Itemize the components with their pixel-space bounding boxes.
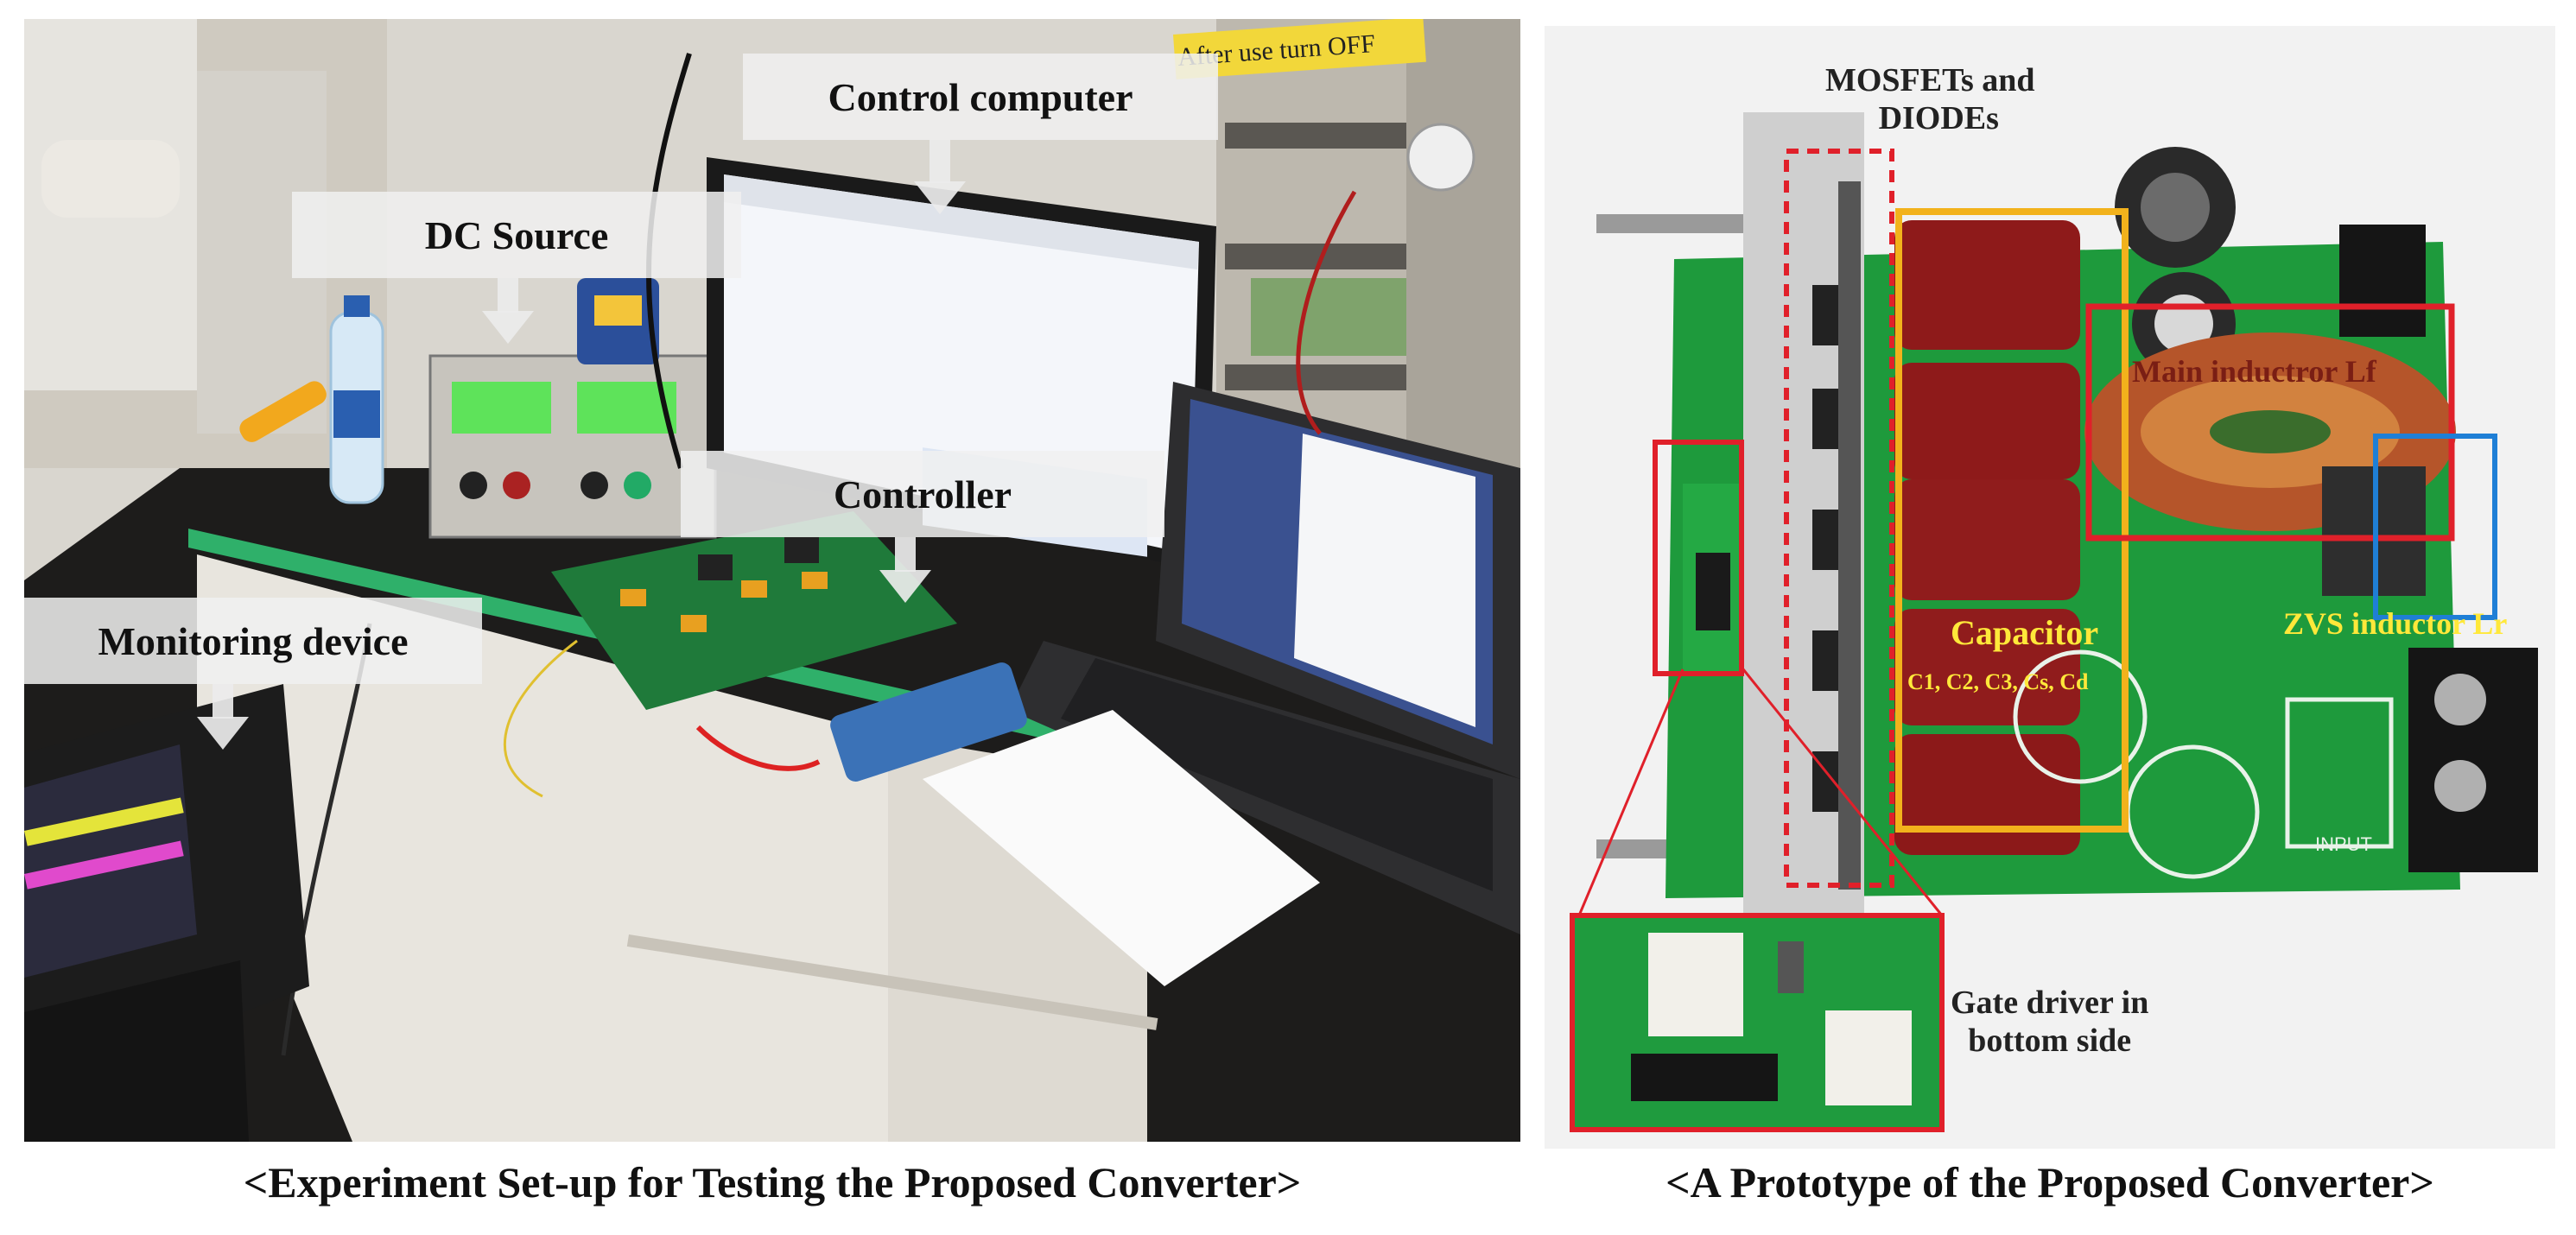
capacitor-parts-label: C1, C2, C3, Cs, Cd	[1907, 669, 2089, 694]
controller-callout: Controller	[681, 451, 1164, 537]
dc-source-display-1	[452, 382, 551, 434]
lab-scene	[24, 19, 1520, 1142]
gate-driver-label: Gate driver in bottom side	[1951, 985, 2149, 1059]
control-computer-callout: Control computer	[743, 54, 1218, 140]
main-inductor-highlight-box	[2085, 303, 2455, 542]
capacitor-4	[1894, 609, 2080, 725]
prototype-photo: MOSFETs and DIODEs Capacitor C1, C2, C3,…	[1545, 26, 2555, 1149]
mosfet-highlight-box	[1784, 149, 1894, 888]
monitoring-device-callout: Monitoring device	[24, 598, 482, 684]
capacitor-label: Capacitor	[1951, 613, 2099, 652]
monitoring-device-arrow	[213, 684, 233, 719]
capacitor-2	[1894, 363, 2080, 479]
capacitor-highlight-box	[1895, 208, 2129, 833]
pcb-scene	[1545, 26, 2555, 1149]
controller-board	[551, 511, 957, 710]
capacitor-3	[1894, 479, 2080, 600]
gate-inset-border	[1570, 913, 1945, 1132]
main-inductor-label: Main inductror Lf	[2132, 354, 2376, 389]
current-probe	[830, 662, 1027, 782]
zvs-inductor-label: ZVS inductor Lr	[2283, 606, 2508, 641]
experiment-setup-photo: After use turn OFF Control computer DC S…	[24, 19, 1520, 1142]
gate-header-highlight-box	[1653, 440, 1744, 676]
dc-source-callout: DC Source	[292, 192, 741, 278]
dc-source-arrow	[498, 278, 518, 313]
controller-arrow	[895, 537, 916, 572]
right-figure-caption: <A Prototype of the Proposed Converter>	[1666, 1158, 2434, 1206]
capacitor-1	[1894, 220, 2080, 350]
input-silkscreen-label: INPUT	[2315, 833, 2372, 855]
capacitor-5	[1894, 734, 2080, 855]
mosfets-label: MOSFETs and DIODEs	[1825, 62, 2035, 136]
zvs-inductor-highlight-box	[2373, 434, 2497, 620]
control-computer-arrow	[930, 140, 950, 183]
warning-sign	[1173, 19, 1426, 79]
left-figure-caption: <Experiment Set-up for Testing the Propo…	[243, 1158, 1302, 1206]
